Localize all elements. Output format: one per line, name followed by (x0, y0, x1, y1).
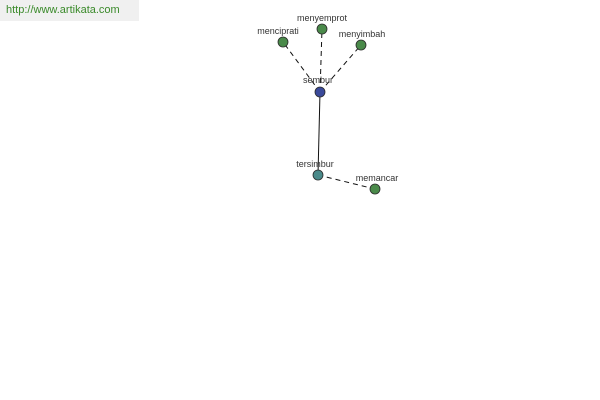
source-url-banner[interactable]: http://www.artikata.com (0, 0, 139, 21)
node-circle-sembur[interactable] (314, 86, 326, 98)
edges-layer (282, 28, 376, 190)
node-circle-memancar[interactable] (369, 183, 381, 195)
node-menyimbah[interactable]: menyimbah (339, 29, 386, 51)
edge-sembur-menyimbah (319, 44, 362, 93)
nodes-layer: sembur menciprati menyemprot menyimbah tersi… (257, 13, 399, 195)
edge-sembur-menyemprot (319, 28, 323, 93)
node-menciprati[interactable]: menciprati (257, 26, 299, 48)
node-circle-menyimbah[interactable] (355, 39, 367, 51)
node-menyemprot[interactable]: menyemprot (297, 13, 348, 35)
node-label-menyemprot: menyemprot (297, 13, 348, 23)
node-circle-menciprati[interactable] (277, 36, 289, 48)
node-label-menciprati: menciprati (257, 26, 299, 36)
node-tersimbur[interactable]: tersimbur (296, 159, 334, 181)
edge-tersimbur-memancar (317, 174, 376, 190)
node-circle-menyemprot[interactable] (316, 23, 328, 35)
node-circle-tersimbur[interactable] (312, 169, 324, 181)
node-sembur[interactable]: sembur (303, 75, 333, 98)
node-label-tersimbur: tersimbur (296, 159, 334, 169)
node-label-menyimbah: menyimbah (339, 29, 386, 39)
node-memancar[interactable]: memancar (356, 173, 399, 195)
node-label-memancar: memancar (356, 173, 399, 183)
node-label-sembur: sembur (303, 75, 333, 85)
edge-sembur-tersimbur (317, 91, 321, 176)
edge-sembur-menciprati (282, 41, 321, 93)
